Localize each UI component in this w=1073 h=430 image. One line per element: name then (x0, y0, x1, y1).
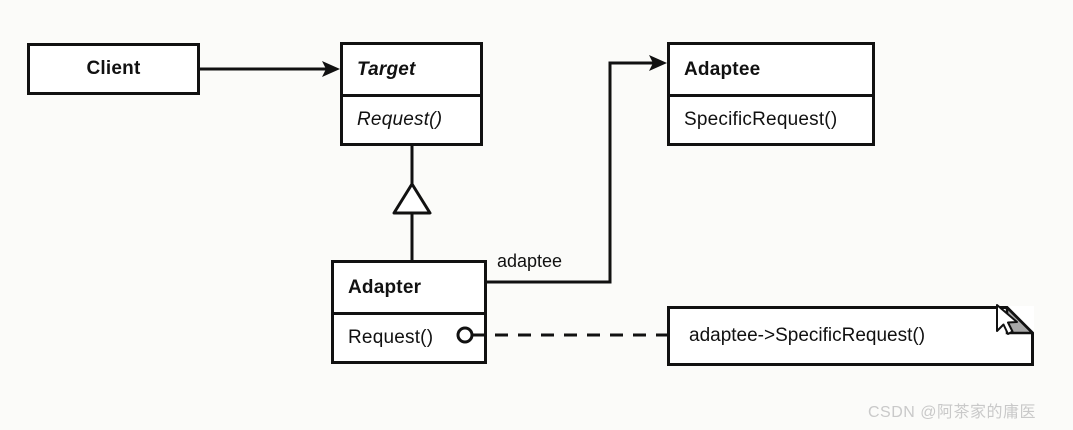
connector-request-to-note (456, 326, 667, 344)
hollow-triangle-arrowhead-icon (392, 182, 432, 215)
class-operation-target-request: Request() (343, 94, 480, 143)
class-box-adaptee[interactable]: Adaptee SpecificRequest() (667, 42, 875, 146)
edge-label-adaptee: adaptee (497, 251, 563, 271)
class-name-adapter: Adapter (348, 276, 422, 298)
class-operation-adapter-request: Request() (334, 312, 484, 361)
class-box-client[interactable]: Client (27, 43, 200, 95)
arrowhead-filled-icon (649, 55, 667, 71)
connector-adapter-to-target-generalization (392, 146, 432, 260)
class-box-adapter[interactable]: Adapter Request() (331, 260, 487, 364)
arrowhead-filled-icon (322, 61, 340, 77)
watermark-text: CSDN @阿茶家的庸医 (868, 404, 1037, 421)
connector-client-to-target (200, 61, 340, 77)
connector-adapter-to-adaptee (487, 55, 667, 284)
note-fold-corner-icon (1005, 306, 1034, 335)
class-name-adaptee: Adaptee (684, 58, 761, 80)
note-text: adaptee->SpecificRequest() (689, 325, 926, 346)
class-box-target[interactable]: Target Request() (340, 42, 483, 146)
class-name-client: Client (86, 58, 141, 79)
class-operation-adaptee-specificrequest: SpecificRequest() (670, 94, 872, 143)
class-name-target: Target (357, 58, 416, 80)
note-body-shape (667, 306, 1034, 366)
note-box[interactable]: adaptee->SpecificRequest() (667, 306, 1034, 366)
